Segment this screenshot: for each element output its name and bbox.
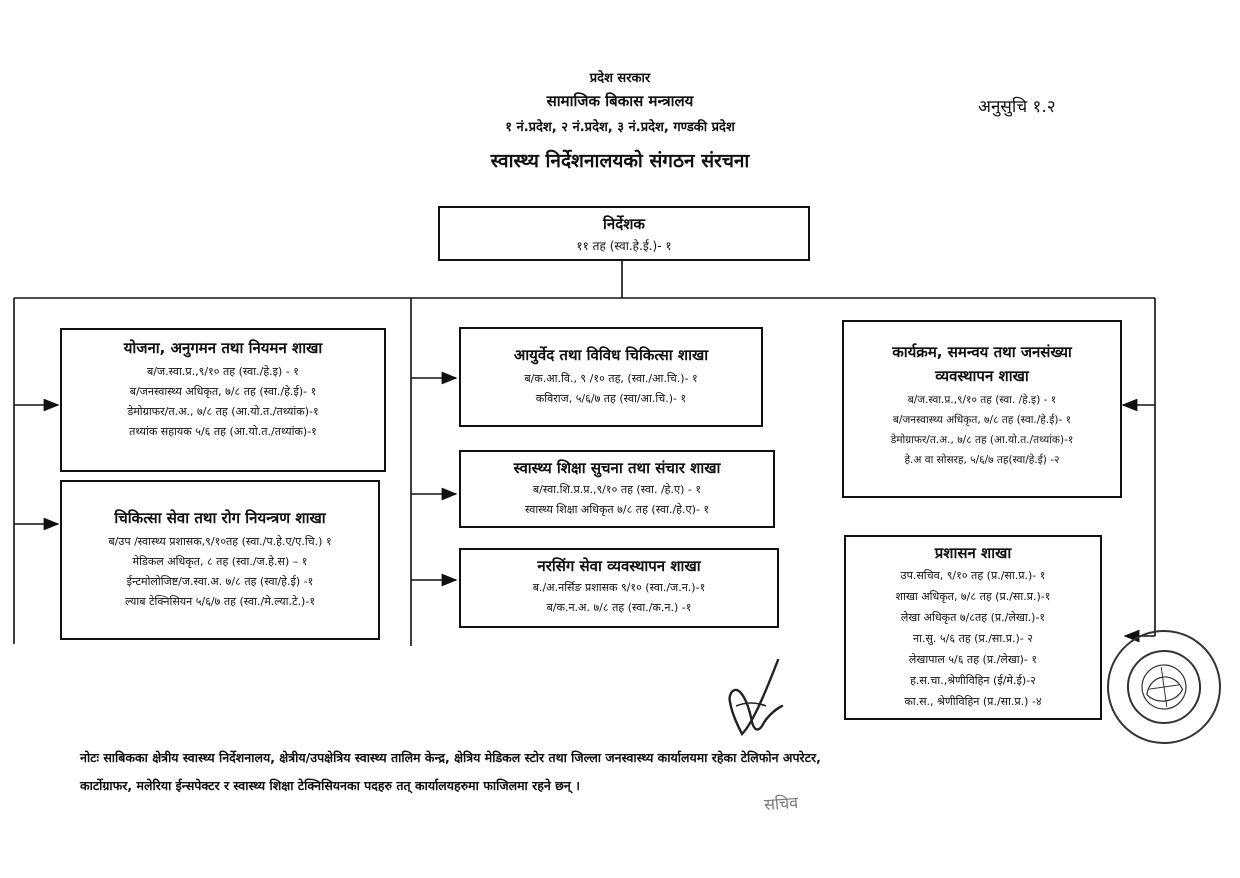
annex-label: अनुसुचि १.२ [978,97,1056,117]
branch-line: ना.सु. ५/६ तह (प्र./सा.प्र.)- २ [913,632,1033,645]
branch-line: शाखा अधिकृत, ७/८ तह (प्र./सा.प्र.)-१ [895,590,1051,603]
branch-box-health-education: स्वास्थ्य शिक्षा सुचना तथा संचार शाखा ब/… [459,450,775,528]
signature-image [716,656,796,738]
branch-line: हे.अ वा सोसरह, ५/६/७ तह(स्वा/हे.ई) -२ [904,454,1060,466]
branch-title: कार्यक्रम, समन्वय तथा जनसंख्या [892,343,1072,361]
branch-line: ब/ज.स्वा.प्र.,९/१० तह (स्वा. /हे.इ) - १ [907,394,1057,406]
director-title: निर्देशक [603,215,645,233]
branch-title-line-2: व्यवस्थापन शाखा [935,367,1029,385]
director-box: निर्देशक ११ तह (स्वा.हे.ई.)- १ [438,206,810,261]
branch-title: योजना, अनुगमन तथा नियमन शाखा [123,339,323,357]
branch-line: डेमोग्राफर/त.अ., ७/८ तह (आ.यो.त./तथ्यांक… [127,405,319,418]
branch-line: ब/क.न.अ. ७/८ तह (स्वा./क.न.) -१ [546,601,692,614]
header-line-2: सामाजिक बिकास मन्त्रालय [546,92,694,110]
footnote-line-1: नोटः साबिकका क्षेत्रीय स्वास्थ्य निर्देश… [80,750,821,765]
branch-title: नरसिंग सेवा व्यवस्थापन शाखा [537,557,701,575]
secretary-stamp-text: सचिव [763,792,799,815]
branch-line: ईन्टमोलोजिष्ट/ज.स्वा.अ. ७/८ तह (स्वा/हे.… [126,575,314,588]
branch-line: लेखा अधिकृत ७/८तह (प्र./लेखा.)-१ [900,611,1046,624]
branch-title: आयुर्वेद तथा विविध चिकित्सा शाखा [513,346,709,364]
branch-line: ब/जनस्वास्थ्य अधिकृत, ७/८ तह (स्वा./हे.ई… [892,414,1072,426]
branch-line: ब/जनस्वास्थ्य अधिकृत, ७/८ तह (स्वा./हे.ई… [129,385,317,398]
official-seal-image [1094,612,1234,762]
branch-line: मेडिकल अधिकृत, ८ तह (स्वा./ज.हे.स) – १ [132,555,308,568]
branch-line: स्वास्थ्य शिक्षा अधिकृत ७/८ तह (स्वा./हे… [524,503,710,516]
branch-line: ब/क.आ.वि., ९ /१० तह, (स्वा./आ.चि.)- १ [524,372,698,385]
branch-line: कविराज, ५/६/७ तह (स्वा/आ.चि.)- १ [535,392,687,405]
branch-line: लेखापाल ५/६ तह (प्र./लेखा)- १ [908,653,1038,666]
branch-line: डेमोग्राफर/त.अ., ७/८ तह (आ.यो.त./तथ्यांक… [890,434,1074,446]
branch-line: उप.सचिव, ९/१० तह (प्र./सा.प्र.)- १ [900,569,1046,582]
branch-line: ब/ज.स्वा.प्र.,९/१० तह (स्वा./हे.इ) - १ [146,365,300,378]
branch-line: का.स., श्रेणीविहिन (प्र./सा.प्र.) -४ [904,695,1042,708]
branch-line: तथ्यांक सहायक ५/६ तह (आ.यो.त./तथ्यांक)-१ [129,425,317,438]
branch-box-ayurveda: आयुर्वेद तथा विविध चिकित्सा शाखा ब/क.आ.व… [459,327,763,427]
director-line: ११ तह (स्वा.हे.ई.)- १ [576,239,672,253]
branch-title: स्वास्थ्य शिक्षा सुचना तथा संचार शाखा [513,459,721,477]
footnote: नोटः साबिकका क्षेत्रीय स्वास्थ्य निर्देश… [80,744,1230,800]
footnote-line-2: कार्टोग्राफर, मलेरिया ईन्सपेक्टर र स्वास… [80,778,580,793]
branch-line: ब/उप /स्वास्थ्य प्रशासक,९/१०तह (स्वा./प.… [108,535,332,548]
branch-box-nursing: नरसिंग सेवा व्यवस्थापन शाखा ब./अ.नर्सिङ … [459,548,779,628]
branch-title: चिकित्सा सेवा तथा रोग नियन्त्रण शाखा [114,509,326,527]
page-title: स्वास्थ्य निर्देशनालयको संगठन संरचना [490,150,750,172]
branch-box-program: कार्यक्रम, समन्वय तथा जनसंख्या व्यवस्थाप… [842,320,1122,498]
branch-box-administration: प्रशासन शाखा उप.सचिव, ९/१० तह (प्र./सा.प… [844,535,1102,720]
branch-box-planning: योजना, अनुगमन तथा नियमन शाखा ब/ज.स्वा.प्… [60,328,386,472]
branch-line: ब/स्वा.शि.प्र.प्र.,९/१० तह (स्वा. /हे.ए)… [532,483,702,496]
branch-line: ह.स.चा.,श्रेणीविहिन (ई/मे.ई)-२ [910,674,1036,687]
branch-title: प्रशासन शाखा [934,544,1012,562]
branch-line: ल्याब टेक्निसियन ५/६/७ तह (स्वा./मे.ल्या… [124,595,316,608]
header-line-1: प्रदेश सरकार [589,71,651,86]
branch-box-medical: चिकित्सा सेवा तथा रोग नियन्त्रण शाखा ब/उ… [60,480,380,640]
header-line-3: १ नं.प्रदेश, २ नं.प्रदेश, ३ नं.प्रदेश, ग… [505,120,735,135]
branch-line: ब./अ.नर्सिङ प्रशासक ९/१० (स्वा./ज.न.)-१ [532,581,706,594]
